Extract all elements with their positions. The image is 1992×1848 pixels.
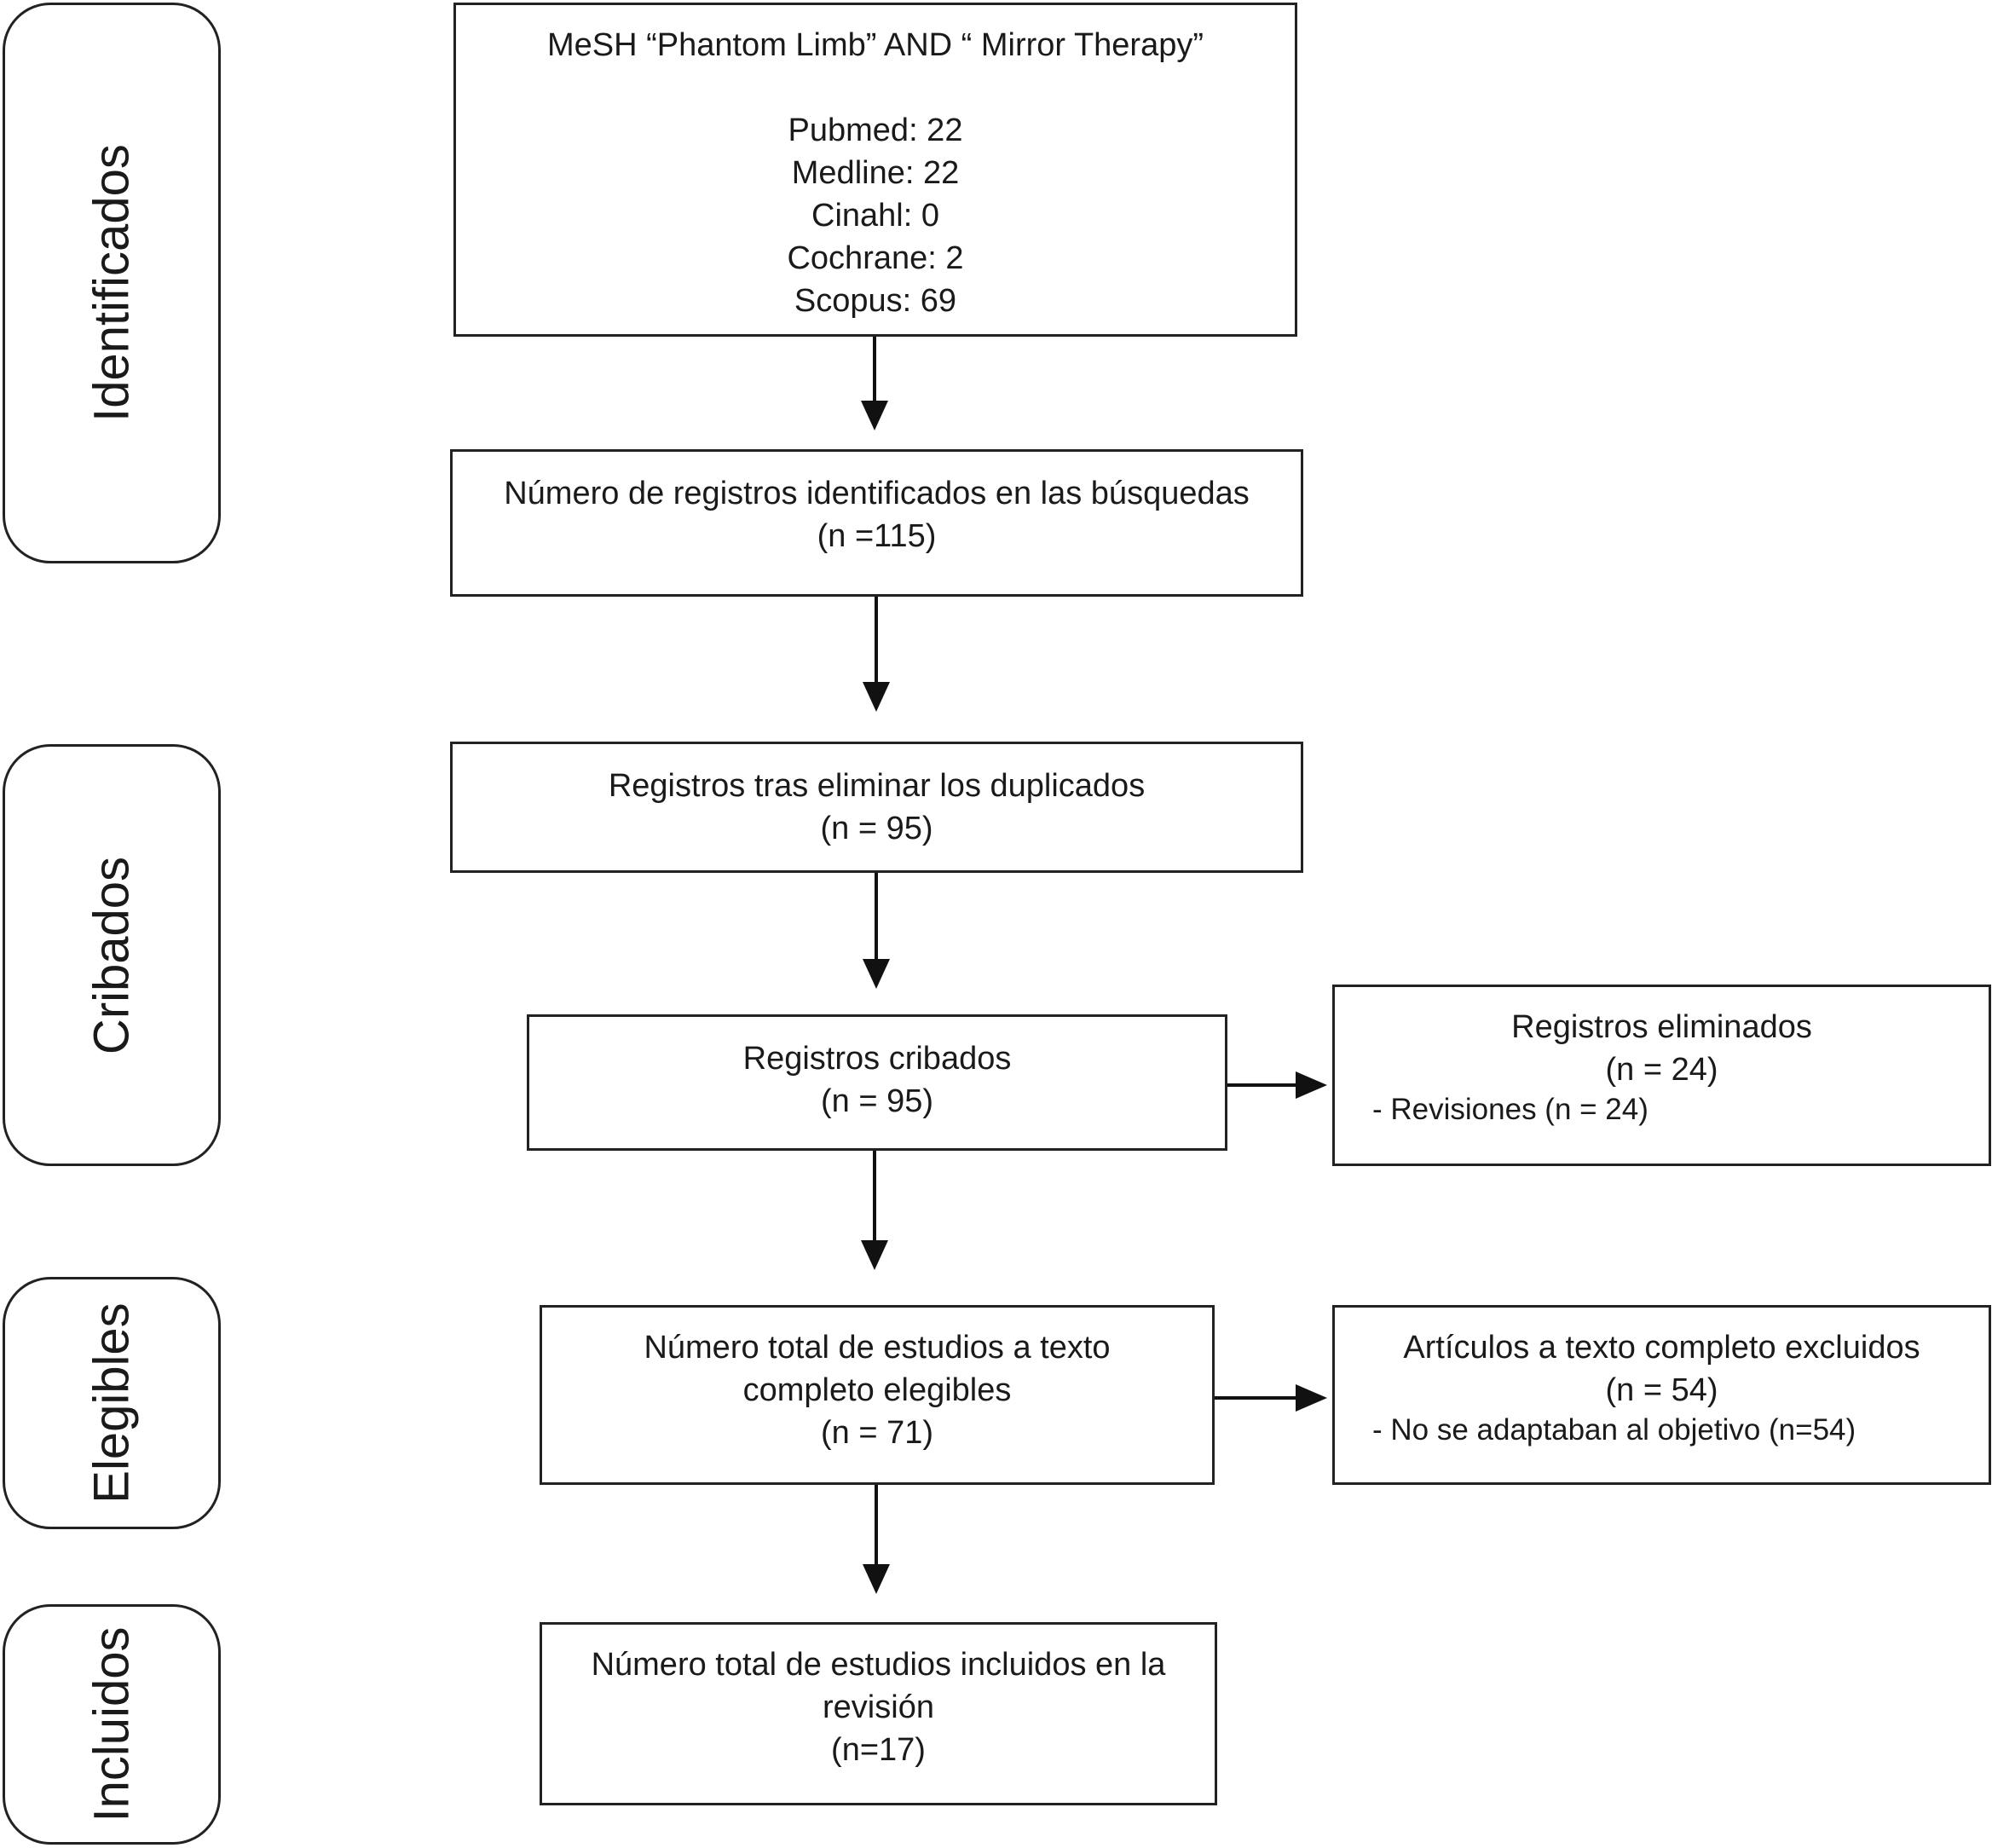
phase-elegibles: Elegibles — [3, 1277, 221, 1529]
arrowhead-2 — [863, 682, 890, 712]
identified-box: Número de registros identificados en las… — [450, 449, 1303, 597]
included-title-line1: Número total de estudios incluidos en la — [591, 1647, 1166, 1683]
phase-cribados: Cribados — [3, 744, 221, 1166]
included-box: Número total de estudios incluidos en la… — [540, 1622, 1217, 1805]
identified-title: Número de registros identificados en las… — [504, 476, 1250, 511]
arrowhead-1 — [861, 401, 888, 430]
source-medline: Medline: 22 — [791, 155, 960, 191]
source-cinahl: Cinahl: 0 — [811, 198, 939, 234]
eligible-count: (n = 71) — [820, 1415, 934, 1451]
source-cochrane: Cochrane: 2 — [787, 240, 964, 276]
arrowhead-3 — [863, 959, 890, 989]
arrowhead-7 — [1296, 1384, 1327, 1412]
removed-title: Registros eliminados — [1511, 1009, 1812, 1045]
search-query: MeSH “Phantom Limb” AND “ Mirror Therapy… — [546, 27, 1204, 63]
source-pubmed: Pubmed: 22 — [788, 113, 963, 148]
deduplicated-box: Registros tras eliminar los duplicados (… — [450, 742, 1303, 873]
excluded-box: Artículos a texto completo excluidos (n … — [1332, 1305, 1991, 1485]
included-count: (n=17) — [831, 1732, 926, 1768]
arrowhead-5 — [863, 1564, 890, 1594]
eligible-box: Número total de estudios a texto complet… — [540, 1305, 1215, 1485]
excluded-count: (n = 54) — [1605, 1372, 1718, 1408]
removed-box: Registros eliminados (n = 24) - Revision… — [1332, 985, 1991, 1166]
removed-reason: - Revisiones (n = 24) — [1372, 1093, 1648, 1126]
search-box: MeSH “Phantom Limb” AND “ Mirror Therapy… — [453, 3, 1297, 337]
screened-title: Registros cribados — [742, 1041, 1012, 1077]
deduplicated-count: (n = 95) — [820, 811, 933, 846]
arrowhead-4 — [861, 1240, 888, 1270]
eligible-title-line1: Número total de estudios a texto — [644, 1330, 1111, 1366]
arrowhead-6 — [1296, 1071, 1327, 1099]
included-title-line2: revisión — [823, 1689, 934, 1725]
screened-box: Registros cribados (n = 95) — [527, 1014, 1227, 1151]
source-scopus: Scopus: 69 — [794, 283, 957, 319]
excluded-reason: - No se adaptaban al objetivo (n=54) — [1372, 1413, 1856, 1447]
excluded-title: Artículos a texto completo excluidos — [1403, 1330, 1920, 1366]
phase-incluidos: Incluidos — [3, 1604, 221, 1845]
deduplicated-title: Registros tras eliminar los duplicados — [608, 768, 1146, 804]
identified-count: (n =115) — [817, 518, 937, 554]
screened-count: (n = 95) — [820, 1083, 934, 1119]
phase-identificados: Identificados — [3, 3, 221, 563]
removed-count: (n = 24) — [1605, 1052, 1718, 1088]
eligible-title-line2: completo elegibles — [742, 1372, 1012, 1408]
